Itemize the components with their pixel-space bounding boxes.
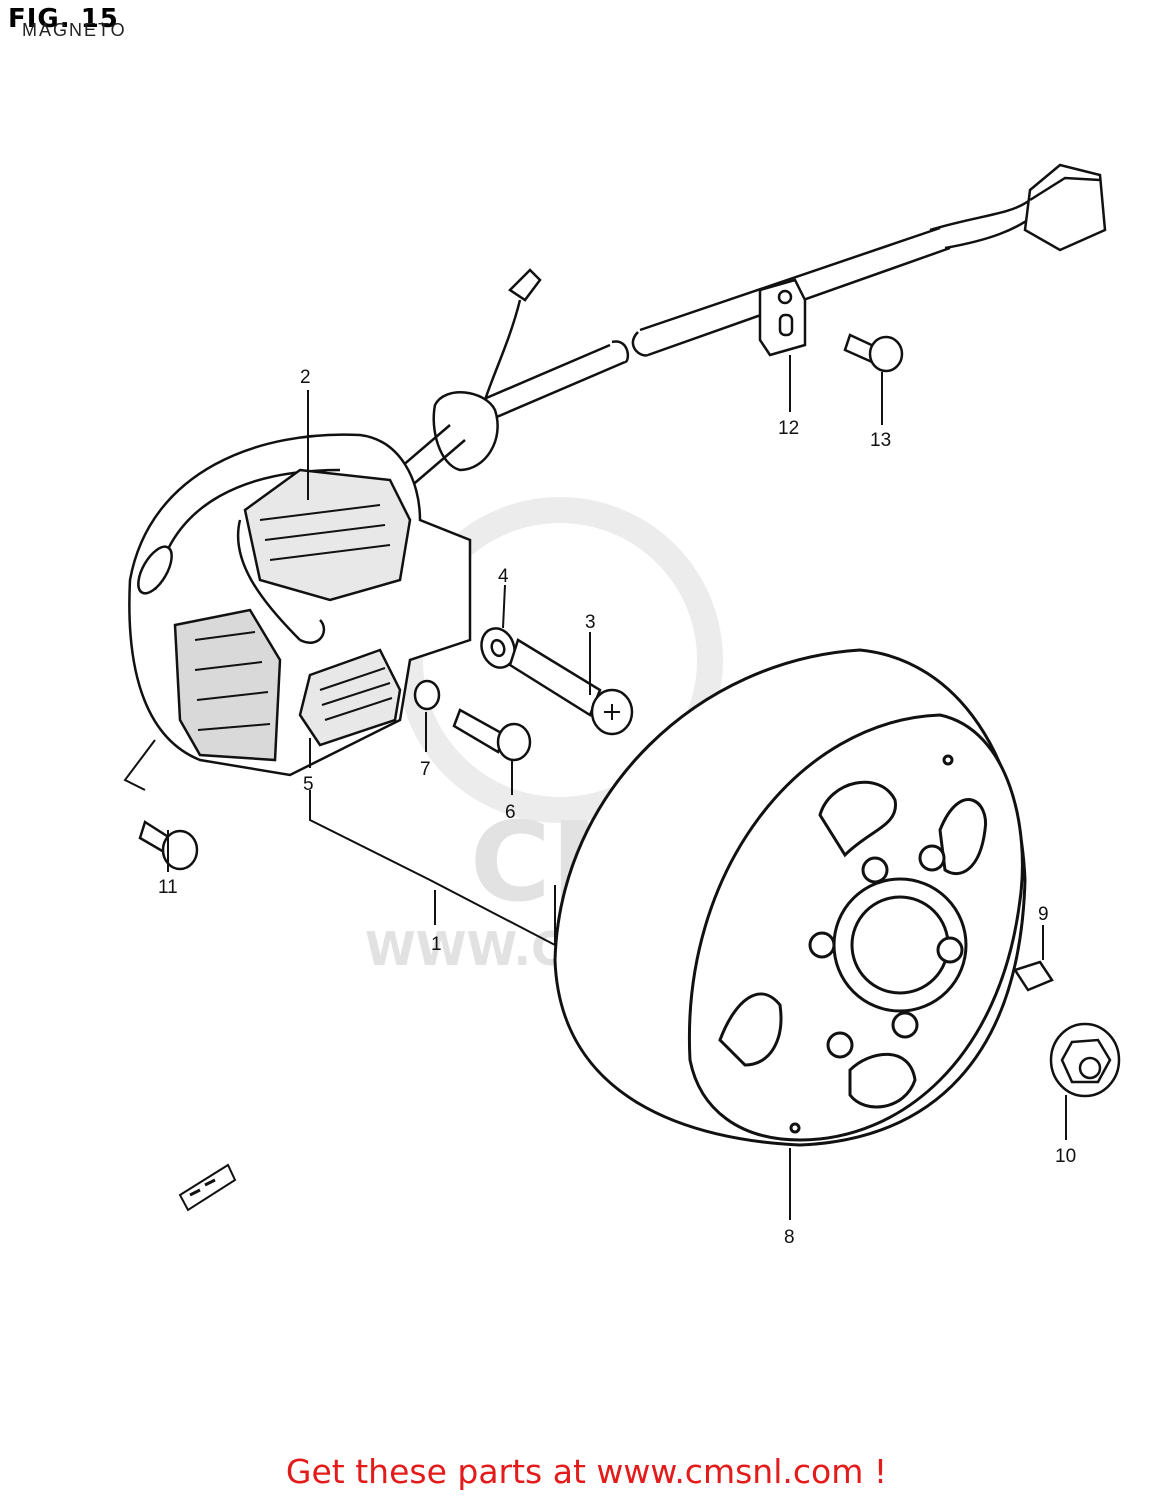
callout-2: 2 <box>300 367 311 388</box>
callout-8: 8 <box>784 1227 795 1248</box>
part-10-nut <box>1049 1022 1121 1098</box>
part-5-coil <box>298 648 402 747</box>
footer-link[interactable]: Get these parts at www.cmsnl.com ! <box>285 1452 888 1491</box>
part-11-screw <box>138 820 199 871</box>
wire-harness <box>379 163 1107 501</box>
callout-11: 11 <box>158 877 178 898</box>
leader-lines <box>123 355 1067 1220</box>
part-8-rotor <box>553 648 1027 1147</box>
callout-1: 1 <box>431 934 442 955</box>
callout-12: 12 <box>778 418 799 439</box>
figure-title: FIG. 15 <box>8 4 119 34</box>
callout-3: 3 <box>585 612 596 633</box>
callout-6: 6 <box>505 802 516 823</box>
callout-5: 5 <box>303 774 314 795</box>
callout-9: 9 <box>1038 904 1049 925</box>
callout-7: 7 <box>420 759 431 780</box>
part-3-screw <box>508 638 634 736</box>
callout-4: 4 <box>498 566 509 587</box>
stator-assembly <box>128 433 472 777</box>
figure-subtitle: MAGNETO <box>22 20 127 40</box>
callouts: 1 2 3 4 5 6 7 8 9 10 11 12 13 <box>158 367 1076 1248</box>
callout-10: 10 <box>1055 1146 1076 1167</box>
part-12-clamp <box>758 278 807 357</box>
part-13-screw <box>843 333 904 373</box>
part-7-washer <box>413 679 441 711</box>
part-6-screw <box>452 708 532 762</box>
part-4-washer <box>480 627 516 669</box>
part-2-coil <box>243 468 412 602</box>
stray-fragment <box>178 1163 237 1212</box>
part-9-key <box>1013 960 1054 992</box>
callout-13: 13 <box>870 430 891 451</box>
